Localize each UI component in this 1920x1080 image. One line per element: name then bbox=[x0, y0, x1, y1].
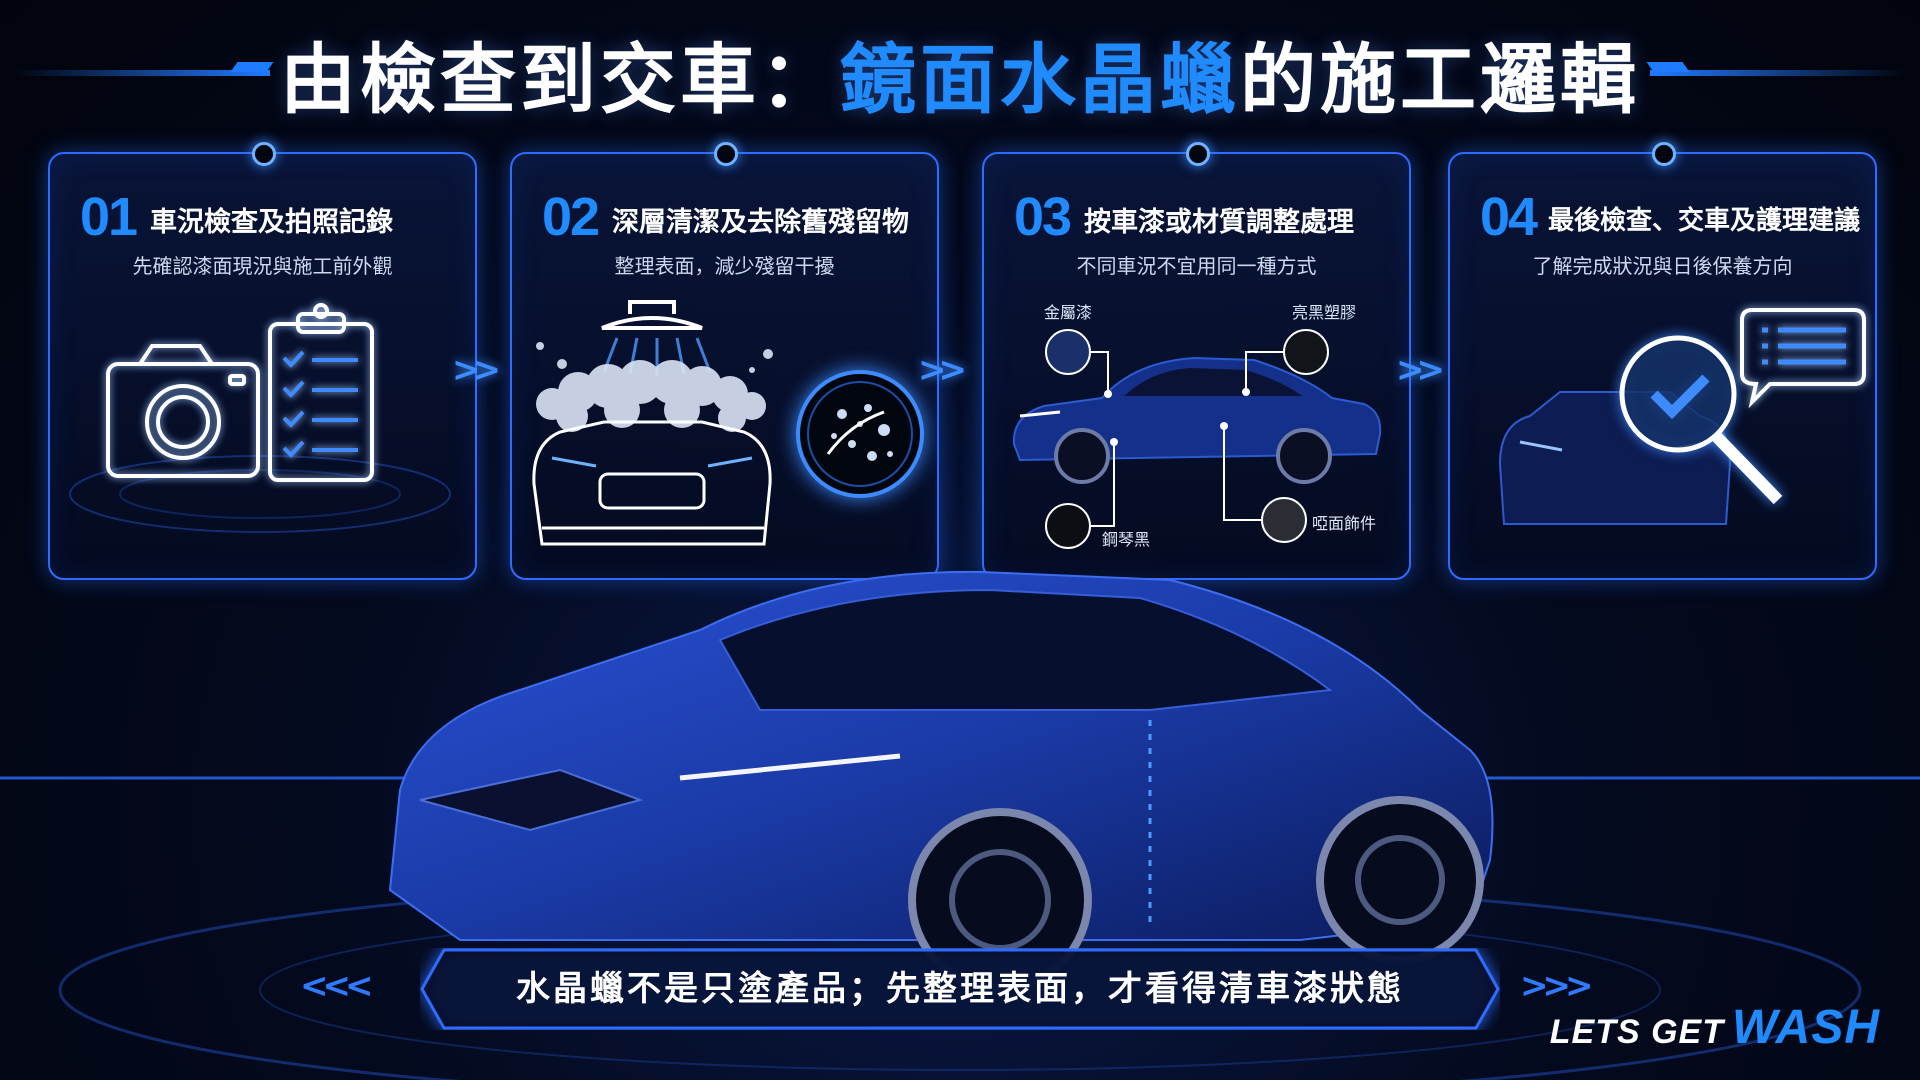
timeline-node bbox=[713, 142, 738, 166]
step-subtitle: 了解完成狀況與日後保養方向 bbox=[1532, 254, 1793, 278]
banner-arrows-left: <<< bbox=[300, 966, 374, 1006]
step-card-3: 03 按車漆或材質調整處理 不同車況不宜用同一種方式 金屬漆 亮黑塑膠 鋼琴黑 … bbox=[982, 142, 1411, 580]
brand-lets: LETS GET bbox=[1549, 1013, 1724, 1051]
clipboard-checklist-icon bbox=[268, 303, 374, 482]
step-subtitle: 整理表面，減少殘留干擾 bbox=[614, 254, 835, 278]
step-4-illustration bbox=[1498, 308, 1866, 525]
car-side-illustration bbox=[1012, 356, 1382, 484]
hero-car-illustration bbox=[0, 570, 1920, 1080]
magnifier-check-icon bbox=[1619, 335, 1783, 505]
step-card-2: 02 深層清潔及去除舊殘留物 整理表面，減少殘留干擾 bbox=[510, 142, 939, 580]
car-front-outline bbox=[532, 420, 772, 546]
step-title: 車況檢查及拍照記錄 bbox=[150, 207, 393, 238]
label-matte-trim: 啞面飾件 bbox=[1312, 514, 1377, 533]
step-number: 02 bbox=[542, 187, 600, 247]
title-highlight: 鏡面水晶蠟 bbox=[840, 35, 1240, 124]
label-gloss-black: 亮黑塑膠 bbox=[1292, 303, 1357, 322]
label-piano-black: 鋼琴黑 bbox=[1102, 530, 1151, 549]
banner-frame bbox=[420, 948, 1500, 1030]
step-card-1: 01 車況檢查及拍照記錄 先確認漆面現況與施工前外觀 bbox=[48, 142, 477, 580]
step-number: 01 bbox=[80, 187, 138, 247]
shower-head-icon bbox=[601, 300, 703, 330]
chat-list-icon bbox=[1740, 308, 1866, 409]
step-number: 03 bbox=[1014, 187, 1072, 247]
microscope-circle bbox=[796, 370, 924, 498]
header: 由檢查到交車：鏡面水晶蠟的施工邏輯 bbox=[0, 30, 1920, 130]
banner-text: 水晶蠟不是只塗產品；先整理表面，才看得清車漆狀態 bbox=[516, 969, 1404, 1009]
step-2-illustration bbox=[532, 300, 924, 546]
step-subtitle: 不同車況不宜用同一種方式 bbox=[1076, 254, 1317, 278]
title-part-1: 由檢查到交車： bbox=[280, 35, 840, 124]
bottom-banner: 水晶蠟不是只塗產品；先整理表面，才看得清車漆狀態 bbox=[420, 948, 1500, 1030]
step-number: 04 bbox=[1480, 187, 1538, 247]
brand-wash: WASH bbox=[1732, 1001, 1880, 1054]
step-subtitle: 先確認漆面現況與施工前外觀 bbox=[132, 254, 393, 278]
title-decor-left bbox=[15, 70, 270, 76]
step-title: 按車漆或材質調整處理 bbox=[1084, 207, 1354, 238]
step-card-4: 04 最後檢查、交車及護理建議 了解完成狀況與日後保養方向 bbox=[1448, 142, 1877, 580]
step-title: 深層清潔及去除舊殘留物 bbox=[612, 207, 909, 238]
flow-arrow-2: >> bbox=[918, 350, 967, 390]
timeline-node bbox=[1651, 142, 1676, 166]
camera-icon bbox=[106, 344, 260, 478]
title-part-3: 的施工邏輯 bbox=[1240, 35, 1640, 124]
title-decor-right bbox=[1650, 70, 1905, 76]
timeline-node bbox=[1185, 142, 1210, 166]
page-title: 由檢查到交車：鏡面水晶蠟的施工邏輯 bbox=[0, 30, 1920, 130]
banner-arrows-right: >>> bbox=[1520, 966, 1594, 1006]
step-title: 最後檢查、交車及護理建議 bbox=[1548, 206, 1861, 236]
flow-arrow-1: >> bbox=[452, 350, 501, 390]
timeline-node bbox=[251, 142, 276, 166]
flow-arrow-3: >> bbox=[1396, 350, 1445, 390]
step-1-illustration bbox=[69, 303, 451, 533]
step-3-illustration bbox=[1012, 329, 1382, 549]
label-metallic: 金屬漆 bbox=[1044, 303, 1093, 322]
